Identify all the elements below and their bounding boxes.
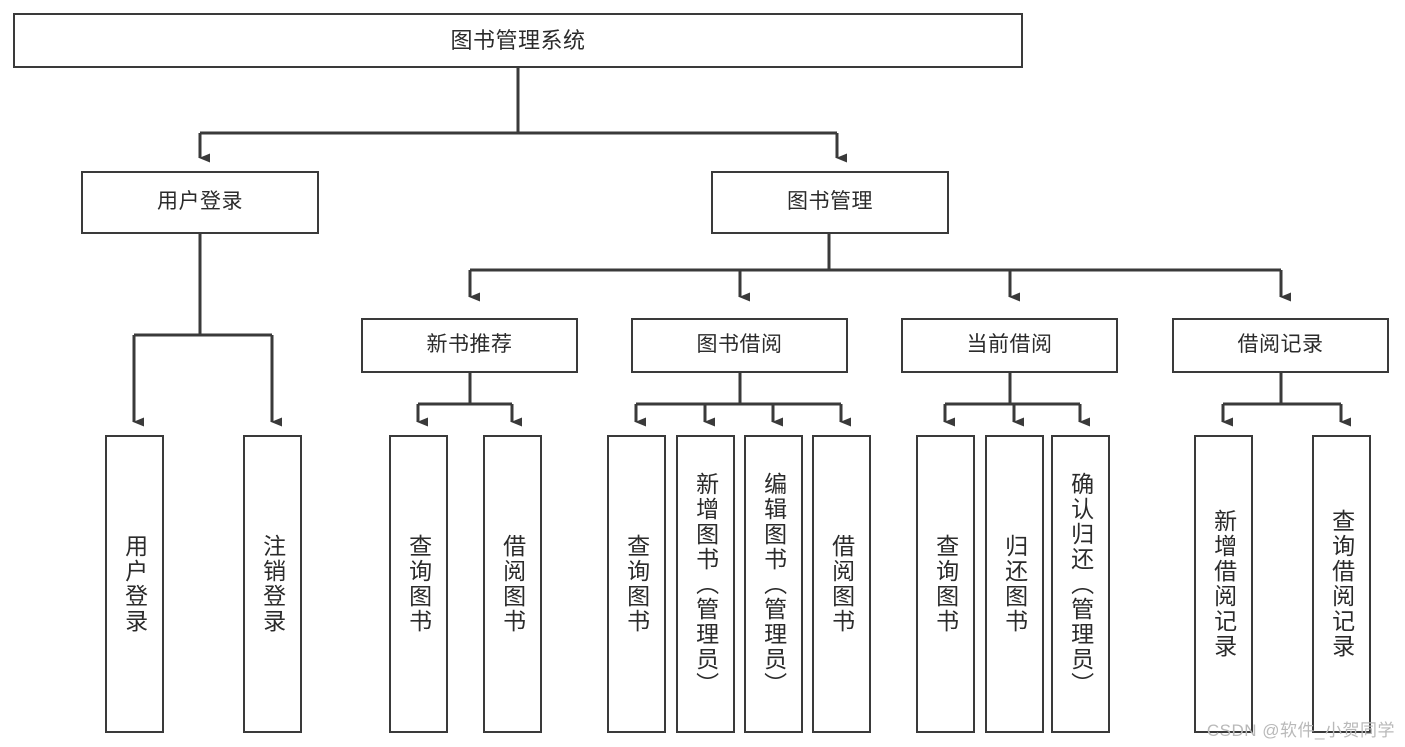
node-label: 新增图书（管理员） xyxy=(692,471,719,697)
node-label: 查询图书 xyxy=(932,534,959,634)
csdn-watermark: CSDN @软件_小贺同学 xyxy=(1206,721,1395,740)
node-leaf-borrow-book[interactable]: 借阅图书 xyxy=(812,435,871,733)
node-label: 新增借阅记录 xyxy=(1210,509,1237,659)
node-label: 编辑图书（管理员） xyxy=(760,471,787,697)
node-label: 图书借阅 xyxy=(696,333,783,357)
node-leaf-add-borrow-record[interactable]: 新增借阅记录 xyxy=(1194,435,1253,733)
node-label: 新书推荐 xyxy=(426,333,513,357)
node-borrow-record[interactable]: 借阅记录 xyxy=(1172,318,1389,373)
node-label: 查询图书 xyxy=(405,534,432,634)
node-leaf-edit-book[interactable]: 编辑图书（管理员） xyxy=(744,435,803,733)
node-book-management[interactable]: 图书管理 xyxy=(711,171,949,234)
node-label: 用户登录 xyxy=(157,190,243,214)
node-leaf-borrow-book-recommend[interactable]: 借阅图书 xyxy=(483,435,542,733)
node-leaf-query-book-borrow[interactable]: 查询图书 xyxy=(607,435,666,733)
node-current-borrow[interactable]: 当前借阅 xyxy=(901,318,1118,373)
node-new-book-recommend[interactable]: 新书推荐 xyxy=(361,318,578,373)
node-label: 借阅记录 xyxy=(1237,333,1324,357)
node-label: 当前借阅 xyxy=(966,333,1053,357)
node-label: 图书管理 xyxy=(787,190,873,214)
node-leaf-logout-login[interactable]: 注销登录 xyxy=(243,435,302,733)
node-label: 归还图书 xyxy=(1001,534,1028,634)
node-label: 查询借阅记录 xyxy=(1328,509,1355,659)
node-book-borrow[interactable]: 图书借阅 xyxy=(631,318,848,373)
node-leaf-user-login[interactable]: 用户登录 xyxy=(105,435,164,733)
node-leaf-query-borrow-record[interactable]: 查询借阅记录 xyxy=(1312,435,1371,733)
node-label: 用户登录 xyxy=(121,534,148,634)
node-user-login[interactable]: 用户登录 xyxy=(81,171,319,234)
node-label: 借阅图书 xyxy=(828,534,855,634)
node-root-book-management-system[interactable]: 图书管理系统 xyxy=(13,13,1023,68)
node-leaf-confirm-return[interactable]: 确认归还（管理员） xyxy=(1051,435,1110,733)
node-label: 查询图书 xyxy=(623,534,650,634)
node-leaf-query-book-recommend[interactable]: 查询图书 xyxy=(389,435,448,733)
node-label: 图书管理系统 xyxy=(450,27,586,53)
node-leaf-return-book[interactable]: 归还图书 xyxy=(985,435,1044,733)
node-leaf-add-book[interactable]: 新增图书（管理员） xyxy=(676,435,735,733)
node-label: 借阅图书 xyxy=(499,534,526,634)
node-label: 注销登录 xyxy=(259,534,286,634)
node-leaf-query-book-current[interactable]: 查询图书 xyxy=(916,435,975,733)
node-label: 确认归还（管理员） xyxy=(1067,471,1094,697)
